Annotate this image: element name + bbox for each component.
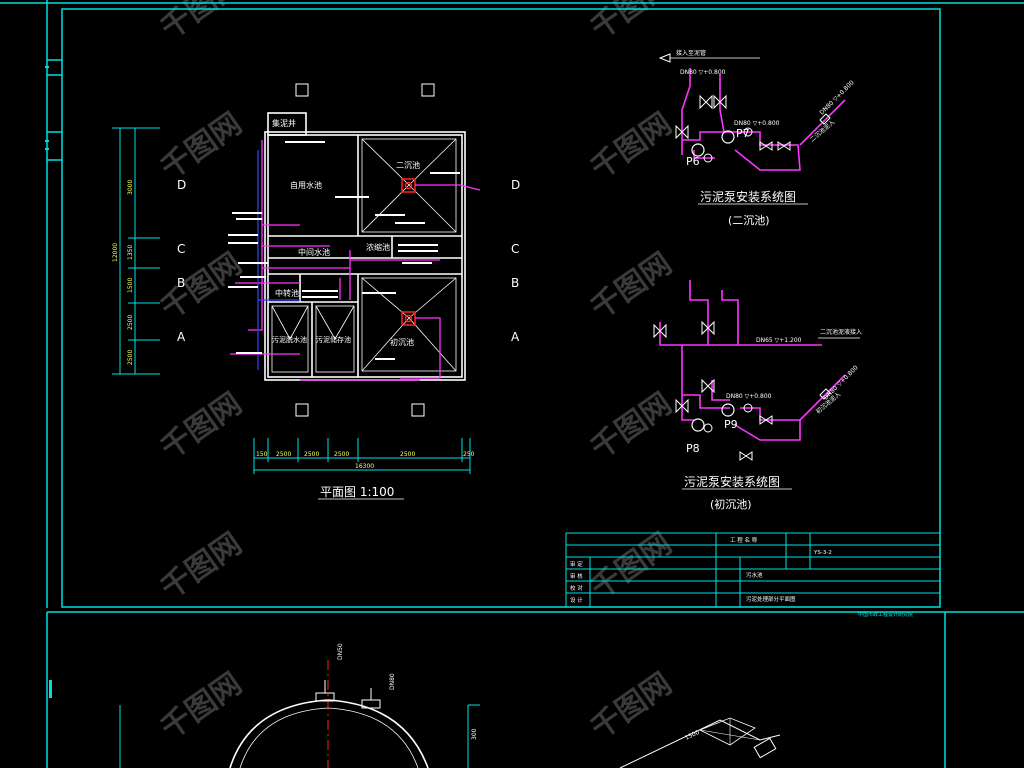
room-label: 污泥脱水池: [272, 335, 307, 344]
dimension-lines-bottom: [253, 438, 471, 474]
pipe-label: DN80 ▽+0.800: [734, 120, 780, 127]
watermark: 千图网: [585, 246, 679, 326]
watermark: 千图网: [155, 526, 249, 606]
room-label: 初沉池: [390, 337, 414, 347]
dim-total-vertical: 12000: [112, 243, 119, 262]
plan-pipes-blue: [257, 150, 300, 370]
title-block-drawing-name: 污水池: [746, 571, 763, 579]
bottom-tank-drawing: [119, 660, 781, 768]
dim-left: 2500: [127, 350, 134, 365]
title-block-content: 污泥处理部分平面图: [746, 595, 796, 603]
dim-bottom: 2500: [304, 451, 319, 458]
title-block-drawing-no: YS-3-2: [813, 550, 832, 556]
dim-bottom: 150: [256, 451, 268, 458]
pump-markers-bottom: [691, 403, 735, 432]
room-label: 中间水池: [298, 247, 330, 257]
system-title: 污泥泵安装系统图: [684, 474, 780, 489]
watermark: 千图网: [585, 106, 679, 186]
dim-left: 1350: [127, 245, 134, 260]
dim-bottom: 2500: [334, 451, 349, 458]
watermark: 千图网: [585, 526, 679, 606]
tank-label: 300: [471, 728, 478, 740]
pipe-label: DN65 ▽+1.200: [756, 337, 802, 344]
watermark: 千图网: [155, 106, 249, 186]
pipe-label: 二沉池泥液接入: [820, 328, 862, 336]
dim-left: 1500: [127, 278, 134, 293]
pump-markers-top: [691, 130, 735, 157]
dim-left: 3000: [127, 180, 134, 195]
pump-label: P6: [686, 155, 700, 168]
watermark: 千图网: [155, 386, 249, 466]
grid-label-left: A: [177, 330, 186, 344]
watermark: 千图网: [155, 666, 249, 746]
dim-total-horizontal: 16300: [355, 463, 374, 470]
grid-label-right: B: [511, 276, 519, 290]
tank-label: DN50: [337, 643, 344, 660]
dimension-text-bottom: 150 2500 2500 2500 2500 250 16300: [256, 451, 475, 470]
valves-bottom: [653, 320, 831, 461]
frame-side-marks: [45, 66, 52, 698]
title-block-row: 校 对: [570, 584, 583, 592]
room-label: 中转池: [275, 288, 299, 298]
grid-label-right: C: [511, 242, 519, 256]
system-subtitle: (二沉池): [728, 214, 770, 227]
grid-label-left: C: [177, 242, 185, 256]
dim-bottom: 250: [463, 451, 475, 458]
valves-top: [658, 53, 831, 163]
pump-label: P8: [686, 442, 700, 455]
grid-label-right: A: [511, 330, 520, 344]
pipe-label: DN80 ▽+0.800: [680, 69, 726, 76]
plan-title: 平面图 1:100: [320, 485, 394, 499]
dim-bottom: 2500: [400, 451, 415, 458]
plan-pipes: [230, 140, 481, 381]
room-label: 集泥井: [272, 118, 296, 128]
tank-label: 1500: [684, 729, 701, 742]
dim-bottom: 2500: [276, 451, 291, 458]
dimension-lines-left: [112, 127, 160, 375]
watermark-layer: 千图网千图网千图网千图网千图网千图网千图网千图网千图网千图网千图网千图网: [155, 0, 679, 747]
plan-room-labels: 集泥井 自用水池 二沉池 中间水池 浓缩池 中转池 污泥脱水池 污泥储存池 初沉…: [272, 118, 420, 347]
pump-label: P9: [724, 418, 738, 431]
dim-left: 2500: [127, 315, 134, 330]
section-markers: [295, 83, 435, 417]
tank-label: DN80: [389, 673, 396, 690]
pump-system-bottom: P8 P9 DN65 ▽+1.200 二沉池泥液接入 DN80 ▽+0.800 …: [653, 280, 862, 511]
title-block-row: 审 核: [570, 572, 583, 580]
system-title: 污泥泵安装系统图: [700, 189, 796, 204]
grid-labels: D C B A D C B A: [177, 178, 520, 344]
dimension-text-left: 12000 3000 1350 1500 2500 2500: [112, 180, 134, 365]
pipe-label: DN80 ▽+0.800: [818, 79, 855, 116]
plan-view: 集泥井 自用水池 二沉池 中间水池 浓缩池 中转池 污泥脱水池 污泥储存池 初沉…: [112, 83, 520, 500]
room-label: 浓缩池: [366, 242, 390, 252]
title-block-row: 审 定: [570, 560, 583, 568]
grid-label-left: B: [177, 276, 185, 290]
room-label: 二沉池: [396, 160, 420, 170]
watermark: 千图网: [585, 666, 679, 746]
pump-label: P7: [736, 127, 750, 140]
title-block-row: 设 计: [570, 596, 583, 604]
watermark: 千图网: [155, 0, 249, 47]
title-block: 工 程 名 称 YS-3-2 污水池 污泥处理部分平面图 审 定 审 核 校 对…: [565, 532, 941, 618]
pipe-label: DN80 ▽+0.800: [726, 393, 772, 400]
plan-annotation-ticks: [228, 141, 460, 360]
title-block-project: 工 程 名 称: [730, 536, 758, 544]
grid-label-left: D: [177, 178, 186, 192]
pump-system-top: P6 P7 接入至泥管 DN80 ▽+0.800 DN80 ▽+0.800 DN…: [658, 49, 856, 227]
watermark: 千图网: [585, 0, 679, 47]
room-label: 自用水池: [290, 180, 322, 190]
grid-label-right: D: [511, 178, 520, 192]
room-label: 污泥储存池: [316, 335, 351, 344]
title-block-footer: 中国市政工程设计研究院: [858, 611, 913, 618]
watermark: 千图网: [585, 386, 679, 466]
pipe-label: 接入至泥管: [676, 49, 706, 57]
system-subtitle: (初沉池): [710, 497, 752, 511]
